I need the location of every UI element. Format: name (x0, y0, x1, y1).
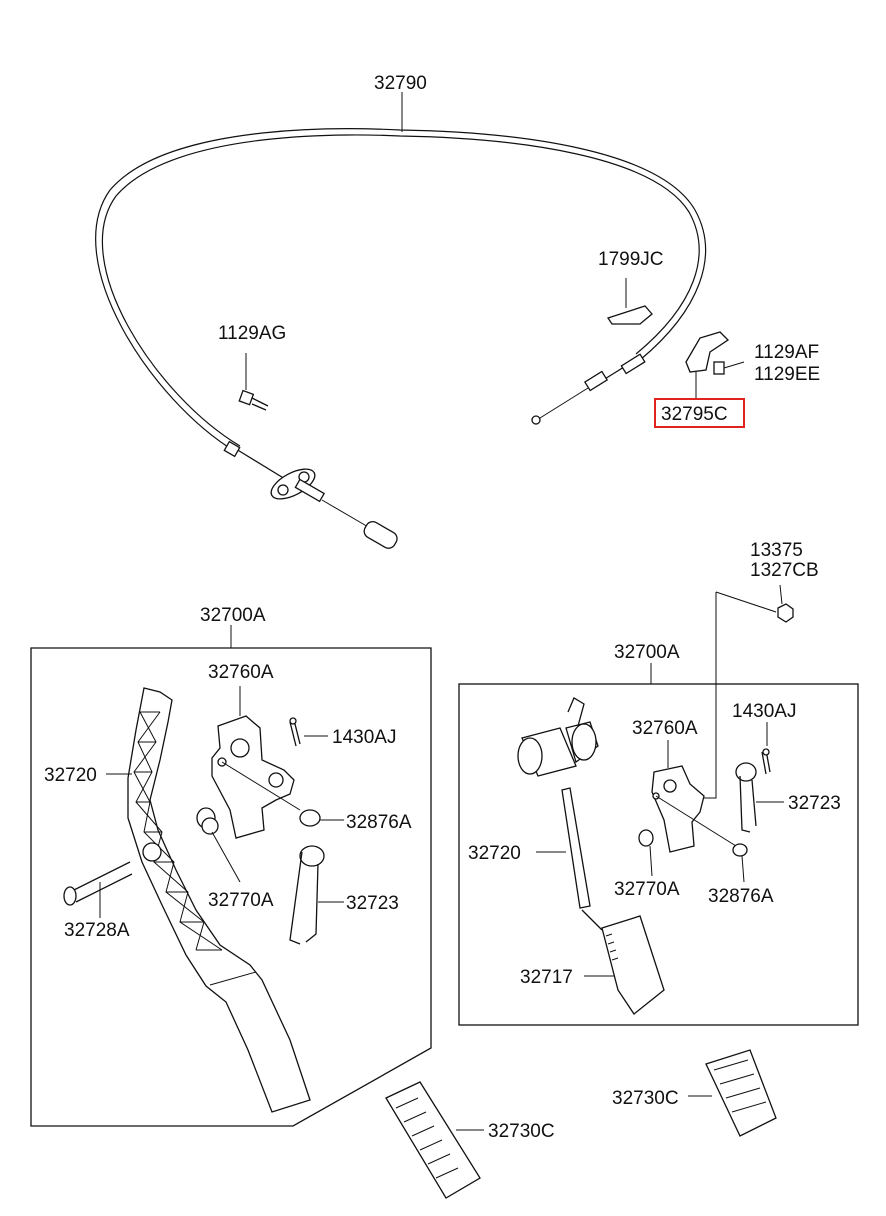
label-bolt-left: 1129AG (218, 323, 286, 344)
label-nut-b: 1327CB (750, 560, 819, 581)
label-right-arm: 32717 (520, 967, 573, 988)
label-right-bracket: 32760A (632, 718, 698, 739)
right-assembly-frame (458, 663, 859, 1026)
left-pedal-arm (127, 687, 311, 1113)
right-pin-icon (761, 722, 771, 775)
bolt-right-icon (713, 361, 745, 375)
label-right-pin: 1430AJ (732, 701, 796, 722)
label-right-stopper: 32876A (708, 886, 774, 907)
right-pad-icon (688, 1049, 777, 1137)
label-left-pin: 1430AJ (332, 727, 396, 748)
label-left-bracket: 32760A (208, 662, 274, 683)
label-bolt-right-b: 1129EE (754, 364, 820, 385)
label-left-shaft: 32728A (64, 920, 130, 941)
label-right-bush: 32770A (614, 879, 680, 900)
left-pin-icon (289, 717, 328, 747)
right-bracket (651, 740, 737, 853)
label-left-pad: 32730C (488, 1121, 555, 1142)
left-pad-icon (385, 1081, 484, 1199)
label-right-spring: 32723 (788, 793, 841, 814)
label-bolt-right-a: 1129AF (754, 342, 819, 363)
right-spring-icon (735, 762, 784, 833)
right-bush-icon (638, 829, 654, 877)
left-bush-icon (196, 807, 241, 883)
bolt-left-icon (238, 353, 269, 411)
label-nut-a: 13375 (750, 540, 803, 561)
accelerator-cable (95, 128, 707, 549)
label-right-pedal: 32720 (468, 843, 521, 864)
label-bracket-highlight: 32795C (661, 404, 728, 425)
nut-icon (690, 584, 794, 799)
label-right-assy: 32700A (614, 642, 680, 663)
right-pedal-arm (517, 697, 603, 931)
left-bracket (211, 686, 301, 839)
left-spring-icon (289, 845, 344, 945)
label-left-stopper: 32876A (346, 812, 412, 833)
label-right-pad: 32730C (612, 1088, 679, 1109)
right-stopper-icon (732, 843, 748, 883)
label-left-assy: 32700A (200, 605, 266, 626)
label-clip: 1799JC (598, 249, 664, 270)
left-shaft-icon (63, 861, 133, 918)
label-left-bush: 32770A (208, 890, 274, 911)
bracket-icon (685, 331, 730, 400)
label-left-pedal: 32720 (44, 765, 97, 786)
left-stopper-icon (299, 809, 344, 827)
right-arm-icon (584, 915, 665, 1015)
label-cable: 32790 (374, 73, 427, 94)
highlight-box (654, 398, 745, 428)
label-left-spring: 32723 (346, 893, 399, 914)
clip-icon (606, 278, 653, 325)
left-assembly-frame (30, 625, 432, 1127)
